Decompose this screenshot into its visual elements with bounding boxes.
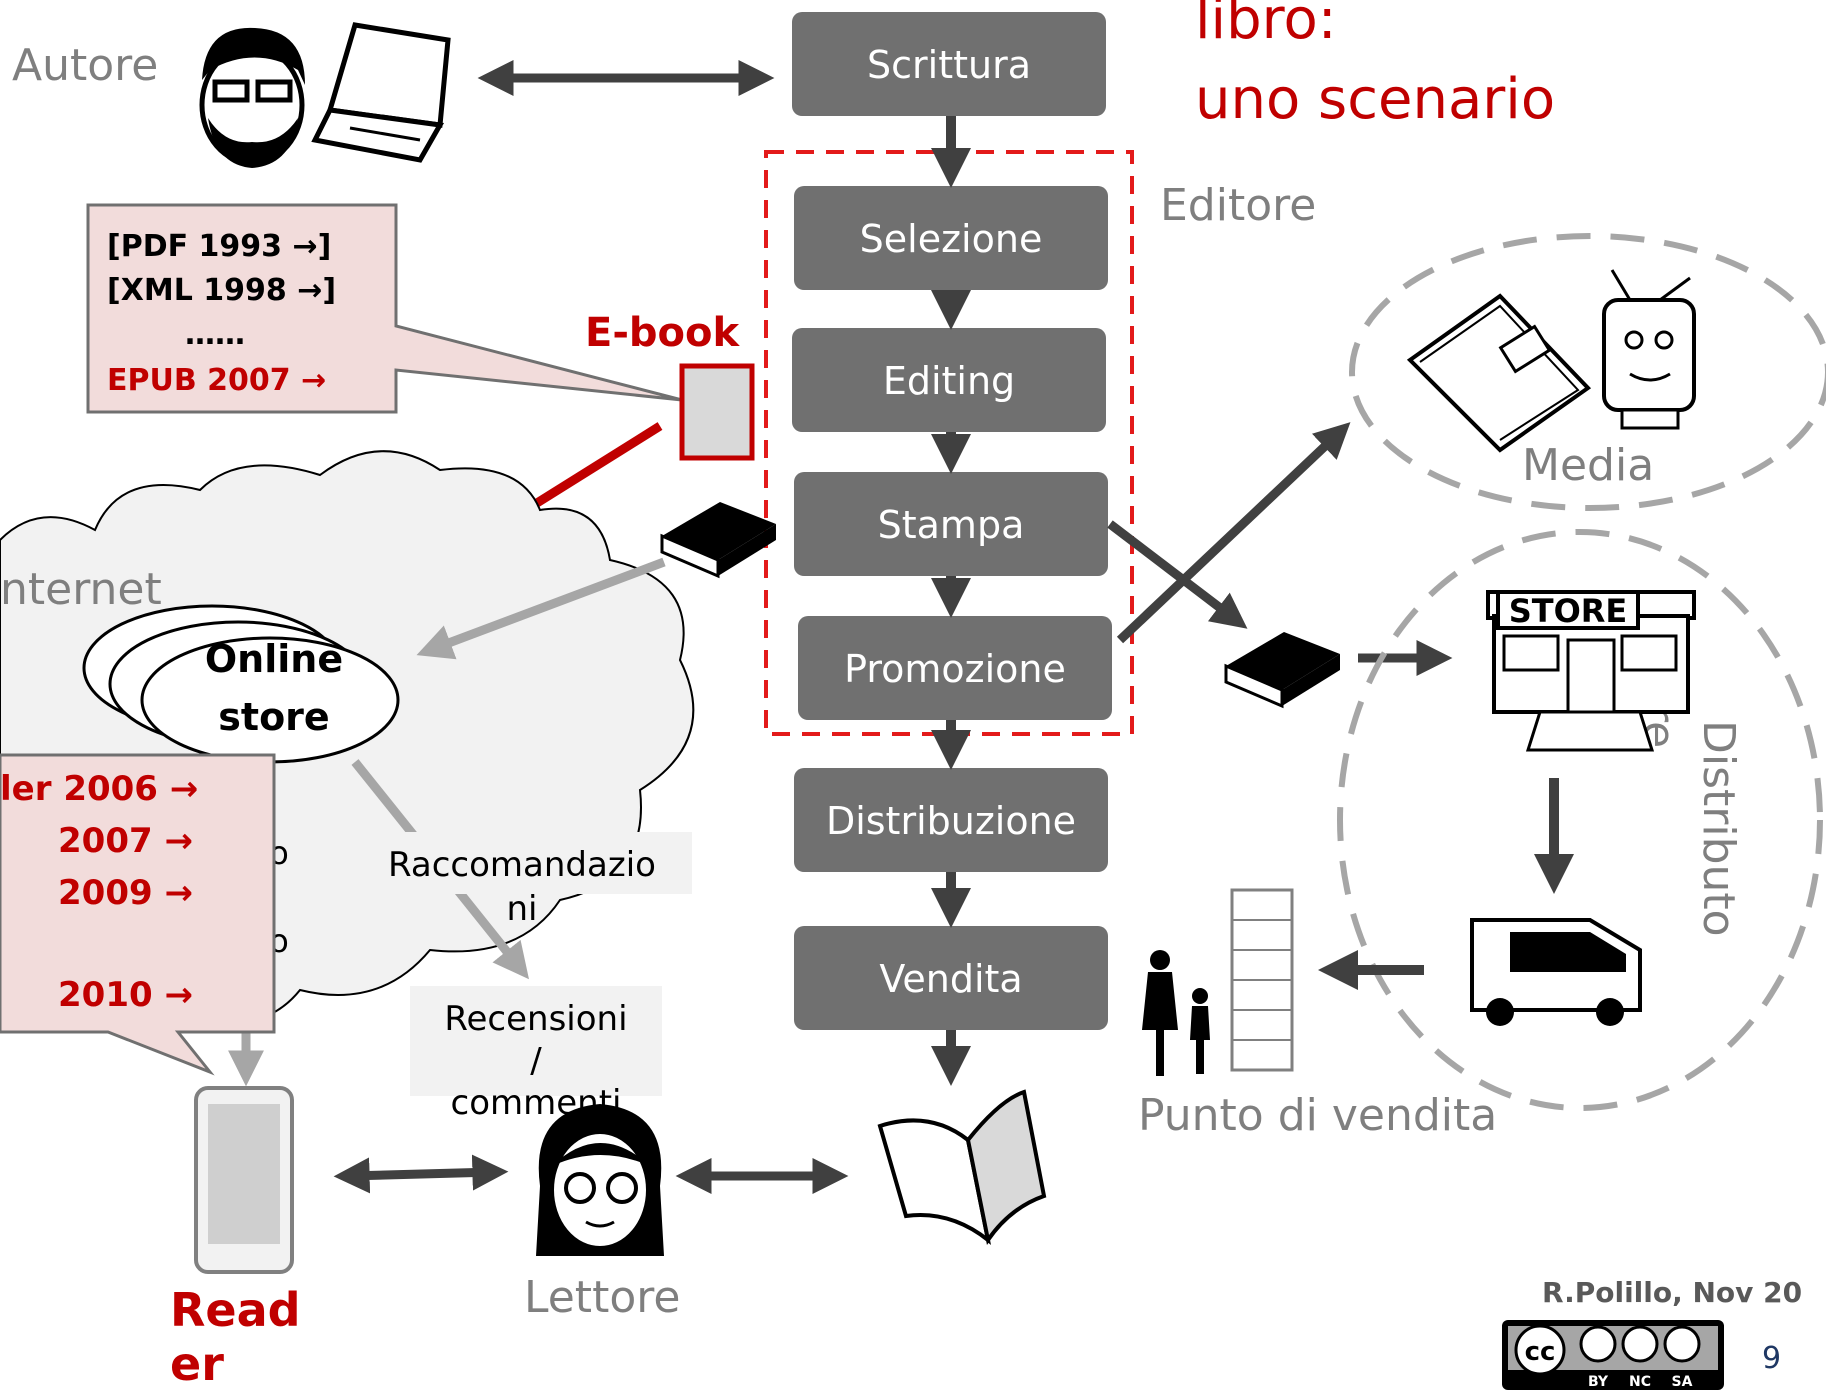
reader-callout-line: 2009 → bbox=[58, 873, 193, 913]
workflow-step-distribuzione: Distribuzione bbox=[794, 768, 1108, 872]
promozione-media-arrow bbox=[1116, 422, 1351, 644]
raccomandazioni-box bbox=[362, 832, 692, 894]
book-store-arrow bbox=[416, 557, 666, 660]
reader-callout-line: 2010 → bbox=[58, 975, 193, 1015]
workflow-step-selezione: Selezione bbox=[794, 186, 1108, 290]
workflow-label: Vendita bbox=[879, 957, 1022, 1001]
reader-callout-line: ler 2006 → bbox=[0, 769, 198, 809]
workflow-label: Editing bbox=[883, 359, 1015, 403]
cc-by: BY bbox=[1588, 1374, 1609, 1390]
online-store-line-2: store bbox=[218, 695, 329, 739]
reader-device-icon bbox=[194, 1086, 294, 1274]
online-store-line-1: Online bbox=[205, 637, 343, 681]
recensioni-line-1: Recensioni bbox=[444, 999, 627, 1039]
reader-person-icon bbox=[536, 1104, 664, 1256]
online-store: Online store bbox=[82, 604, 400, 764]
format-line: …… bbox=[185, 317, 245, 352]
page-number: 9 bbox=[1762, 1341, 1781, 1376]
format-line-epub: EPUB 2007 → bbox=[107, 363, 326, 398]
open-book-icon bbox=[877, 1089, 1047, 1246]
ebook-icon bbox=[679, 363, 755, 461]
recensioni-line-2: / bbox=[530, 1041, 542, 1081]
printed-book-icon bbox=[660, 502, 776, 579]
newspaper-icon bbox=[1406, 293, 1592, 453]
workflow-step-vendita: Vendita bbox=[794, 926, 1108, 1030]
stampa-book-arrow bbox=[1107, 520, 1248, 629]
cc-nc: NC bbox=[1629, 1374, 1651, 1390]
footer-author: R.Polillo, Nov 20 bbox=[1542, 1276, 1802, 1309]
reader-callout: ler 2006 → 2007 → 2009 → 2010 → bbox=[0, 753, 276, 1076]
raccomandazioni-line-1: Raccomandazio bbox=[388, 845, 656, 885]
internet-label: nternet bbox=[0, 564, 162, 615]
media-label: Media bbox=[1522, 440, 1654, 491]
van-icon bbox=[1470, 918, 1642, 1026]
tv-icon bbox=[1602, 269, 1696, 430]
ebook-label: E-book bbox=[585, 310, 741, 356]
store-sign-text: STORE bbox=[1509, 592, 1628, 630]
format-line: [PDF 1993 →] bbox=[107, 229, 331, 264]
store-icon: STORE bbox=[1486, 590, 1696, 752]
reader-lettore-arrow bbox=[333, 1154, 509, 1194]
recensioni-box bbox=[410, 986, 662, 1096]
distributore-region bbox=[1337, 529, 1823, 1111]
reader-label-line-2: er bbox=[170, 1337, 224, 1391]
autore-label: Autore bbox=[12, 40, 158, 91]
workflow-label: Scrittura bbox=[867, 43, 1031, 87]
reader-callout-line: 2007 → bbox=[58, 821, 193, 861]
reader-label-line-1: Read bbox=[170, 1283, 301, 1337]
workflow-step-stampa: Stampa bbox=[794, 472, 1108, 576]
workflow-label: Selezione bbox=[860, 217, 1043, 261]
svg-text:cc: cc bbox=[1525, 1337, 1556, 1367]
laptop-icon bbox=[311, 22, 451, 163]
distribution-book-icon bbox=[1224, 632, 1340, 709]
lettore-label: Lettore bbox=[524, 1272, 680, 1323]
bookshop-people-icon bbox=[1142, 888, 1294, 1076]
title-line-1: libro: bbox=[1195, 0, 1337, 52]
distributore-label: Distributo bbox=[1693, 720, 1744, 937]
title-line-2: uno scenario bbox=[1195, 67, 1555, 132]
media-region bbox=[1349, 233, 1826, 511]
raccomandazioni-line-2: ni bbox=[507, 889, 538, 929]
punto-vendita-label: Punto di vendita bbox=[1138, 1090, 1497, 1141]
cc-license-badge: cc BY NC SA bbox=[1502, 1320, 1724, 1390]
format-line: [XML 1998 →] bbox=[107, 273, 336, 308]
workflow-label: Distribuzione bbox=[826, 799, 1076, 843]
cc-sa: SA bbox=[1672, 1374, 1693, 1390]
author-face-icon bbox=[199, 27, 305, 168]
workflow-step-scrittura: Scrittura bbox=[792, 12, 1106, 116]
editore-label: Editore bbox=[1160, 180, 1316, 231]
workflow-step-promozione: Promozione bbox=[798, 616, 1112, 720]
workflow-step-editing: Editing bbox=[792, 328, 1106, 432]
format-callout: [PDF 1993 →] [XML 1998 →] …… EPUB 2007 → bbox=[86, 203, 683, 414]
workflow-label: Stampa bbox=[878, 503, 1025, 547]
workflow-label: Promozione bbox=[844, 647, 1066, 691]
